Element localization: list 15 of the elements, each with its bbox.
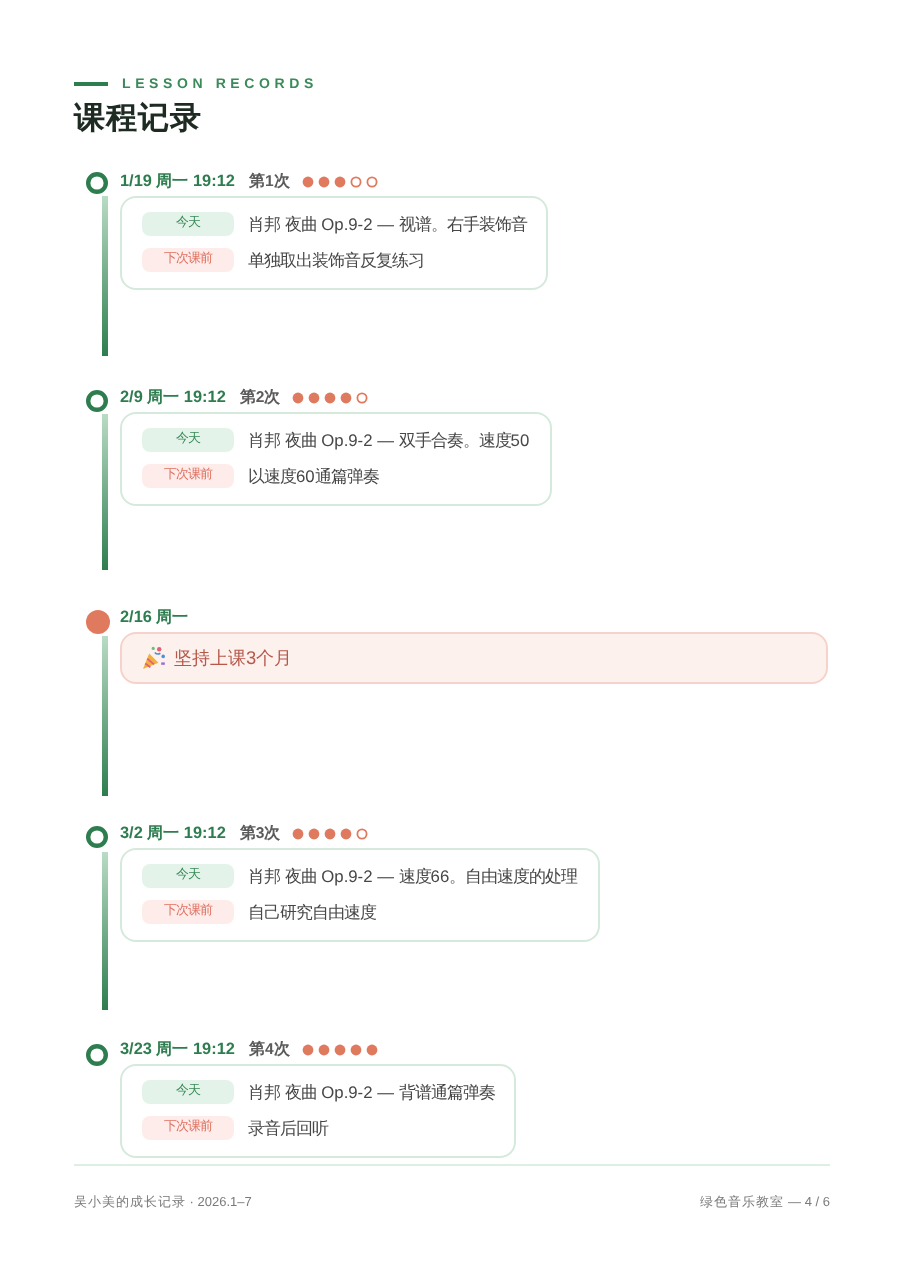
- note-text: 肖邦 夜曲 Op.9-2 — 背谱通篇弹奏: [248, 1079, 495, 1103]
- milestone-text: 坚持上课3个月: [174, 645, 293, 669]
- note-text: 单独取出装饰音反复练习: [248, 247, 424, 271]
- note-text: 肖邦 夜曲 Op.9-2 — 视谱。右手装饰音: [248, 211, 527, 235]
- note-text: 肖邦 夜曲 Op.9-2 — 双手合奏。速度50: [248, 427, 530, 451]
- note-text: 录音后回听: [248, 1115, 328, 1139]
- date-heading: 2/9 周一 19:12: [120, 386, 226, 410]
- note-text: 肖邦 夜曲 Op.9-2 — 速度66。自由速度的处理: [248, 863, 578, 887]
- date-heading: 3/23 周一 19:12: [120, 1038, 235, 1062]
- date-heading: 1/19 周一 19:12: [120, 170, 235, 194]
- page-title: 课程记录: [74, 100, 202, 140]
- note-text: 以速度60通篇弹奏: [248, 463, 379, 487]
- date-heading: 2/16 周一: [120, 606, 189, 630]
- date-heading: 3/2 周一 19:12: [120, 822, 226, 846]
- note-text: 自己研究自由速度: [248, 899, 376, 923]
